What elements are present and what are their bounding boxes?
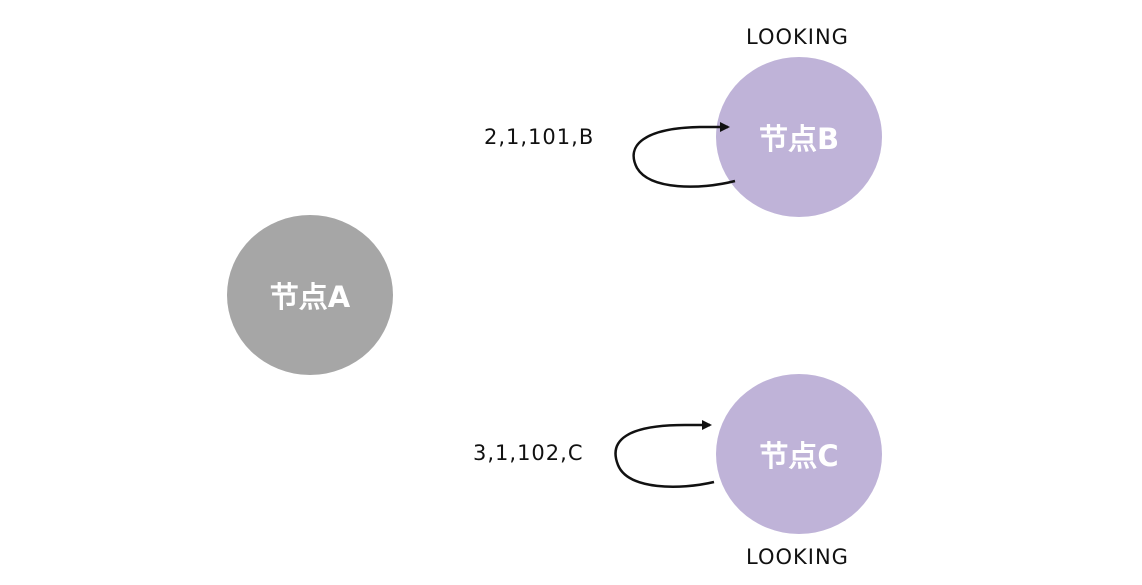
node-c-label: 节点C (759, 439, 839, 473)
node-c-vote-label: 3,1,102,C (473, 441, 584, 465)
node-a-label: 节点A (269, 280, 351, 314)
self-loop-arrow-b (632, 122, 736, 188)
node-b: 节点B (716, 57, 882, 217)
node-c: 节点C (716, 374, 882, 534)
node-c-state: LOOKING (746, 545, 849, 569)
node-b-vote-label: 2,1,101,B (484, 125, 595, 149)
node-b-state: LOOKING (746, 25, 849, 49)
node-a: 节点A (227, 215, 393, 375)
self-loop-arrow-c (614, 420, 715, 488)
node-b-label: 节点B (758, 122, 840, 156)
